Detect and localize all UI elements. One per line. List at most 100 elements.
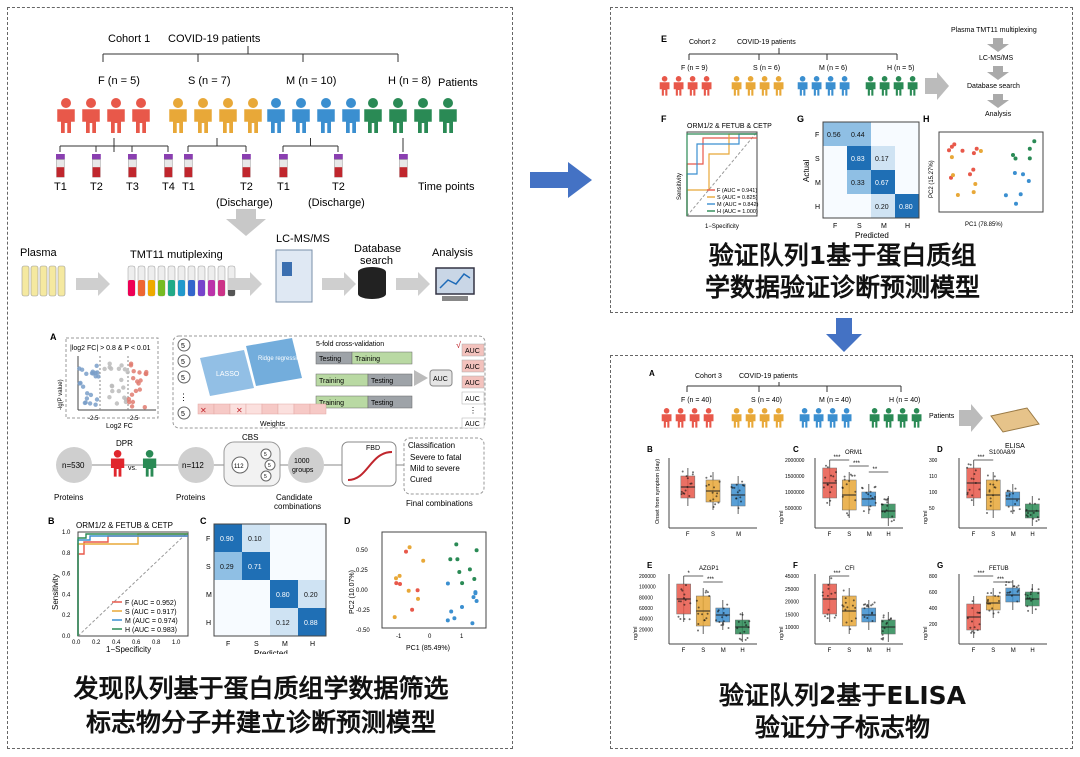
- boxplot-point: [722, 607, 725, 610]
- covid-patients-label: COVID-19 patients: [168, 33, 261, 45]
- boxplot-point: [1025, 508, 1028, 511]
- pca-point: [1018, 192, 1023, 197]
- boxplot-point: [824, 615, 826, 618]
- boxplot-point: [712, 498, 715, 501]
- confusion-col-label: M: [282, 641, 288, 648]
- tube-time-label: T1: [277, 181, 290, 193]
- pca-point: [448, 557, 453, 562]
- confusion-value: 0.90: [220, 536, 234, 543]
- boxplot-point: [1037, 588, 1040, 591]
- roc2-ylabel: Sensitivity: [677, 173, 683, 200]
- patient-icon: [132, 98, 150, 133]
- boxplot-point: [1028, 502, 1031, 505]
- confusion-cell: [298, 608, 326, 636]
- fbd-curve: [347, 451, 393, 481]
- person-body: [893, 82, 904, 96]
- auc-item-label: AUC: [465, 396, 480, 403]
- pca-point: [1027, 146, 1032, 151]
- boxplot-point: [703, 619, 706, 622]
- boxplot-point: [1031, 598, 1034, 601]
- pca-point: [1013, 156, 1018, 161]
- boxplot-point: [683, 593, 686, 596]
- roc-xtick: 0.4: [112, 640, 121, 646]
- boxplot-ytick: 40000: [639, 617, 653, 623]
- roc2-legend-label: S (AUC = 0.825): [717, 195, 758, 201]
- roc-xtick: 0.8: [152, 640, 161, 646]
- boxplot-point: [1034, 502, 1036, 505]
- boxplot-ytick: 1500000: [785, 474, 805, 480]
- confusion-xlabel: Predicted: [855, 231, 889, 238]
- roc-title: ORM1/2 & FETUB & CETP: [76, 521, 173, 530]
- tmt-tube-fill: [138, 280, 145, 296]
- person-body: [292, 109, 310, 133]
- boxplot-point: [709, 475, 712, 478]
- roc-curve: [77, 533, 188, 636]
- boxplot-point: [893, 519, 895, 522]
- classification-item: Mild to severe: [410, 464, 460, 473]
- boxplot-ytick: 800: [929, 574, 938, 580]
- boxplot-point: [731, 486, 734, 489]
- boxplot-point: [882, 616, 885, 619]
- boxplot-point: [1008, 494, 1011, 497]
- workflow-step-label: Plasma: [20, 247, 58, 259]
- weight-cell: [309, 403, 327, 415]
- boxplot-point: [678, 600, 680, 603]
- roc2-legend-label: M (AUC = 0.842): [717, 202, 759, 208]
- blood-tube-icon: [399, 154, 408, 178]
- boxplot-point: [689, 602, 692, 605]
- boxplot-point: [727, 627, 730, 629]
- boxplot-point: [705, 484, 708, 487]
- person-head: [829, 408, 836, 414]
- boxplot-point: [705, 589, 708, 592]
- boxplot-point: [863, 616, 866, 618]
- boxplot-point: [971, 494, 974, 497]
- cohort2-patients: COVID-19 patients: [737, 39, 796, 46]
- boxplot-point: [864, 603, 867, 606]
- boxplot-point: [1037, 518, 1040, 521]
- branch-line: [282, 138, 339, 152]
- boxplot-point: [683, 618, 686, 620]
- person-head: [675, 76, 682, 82]
- pca-point: [445, 618, 450, 623]
- tube-cap: [279, 154, 288, 160]
- volcano-point: [116, 366, 122, 371]
- boxplot-point: [869, 490, 872, 493]
- boxplot-point: [1008, 490, 1011, 493]
- volcano-point: [102, 366, 107, 372]
- branch-line: [95, 146, 133, 152]
- confusion-col-label: H: [905, 223, 910, 230]
- significance-label: **: [873, 467, 878, 473]
- boxplot-point: [1006, 490, 1009, 492]
- person-head: [881, 76, 888, 82]
- boxplot-point: [863, 607, 866, 610]
- fold-circle-label: 5: [181, 359, 185, 366]
- confusion-row-label: F: [206, 536, 210, 543]
- boxplot-point: [874, 501, 877, 504]
- cbs-sub-label: 5: [264, 474, 267, 480]
- boxplot-point: [684, 489, 687, 492]
- person-head: [913, 408, 920, 414]
- boxplot-point: [971, 630, 974, 633]
- vs-label: vs.: [128, 465, 137, 472]
- boxplot-point: [1029, 593, 1032, 596]
- boxplot-point: [1017, 589, 1020, 592]
- cbs-sub-circle: [260, 448, 272, 460]
- roc2-legend-label: H (AUC = 1.000): [717, 209, 758, 215]
- confusion-value: 0.20: [875, 204, 889, 211]
- cbs-label: CBS: [242, 433, 258, 442]
- pca-point: [949, 155, 954, 160]
- boxplot-point: [830, 592, 833, 595]
- workflow-arrow: [396, 272, 430, 296]
- person-head: [843, 408, 850, 414]
- volcano-point: [131, 376, 136, 381]
- boxplot-point: [1035, 509, 1038, 512]
- weight-cell: [277, 403, 295, 415]
- validation2-caption: 验证队列2基于ELISA 验证分子标志物: [611, 680, 1074, 744]
- patient-icon: [759, 408, 770, 428]
- proteins-label: Proteins: [176, 493, 205, 502]
- person-body: [827, 414, 838, 428]
- boxplot-point: [737, 620, 740, 623]
- boxplot-point: [966, 466, 969, 469]
- roc-ytick: 0.0: [62, 634, 71, 640]
